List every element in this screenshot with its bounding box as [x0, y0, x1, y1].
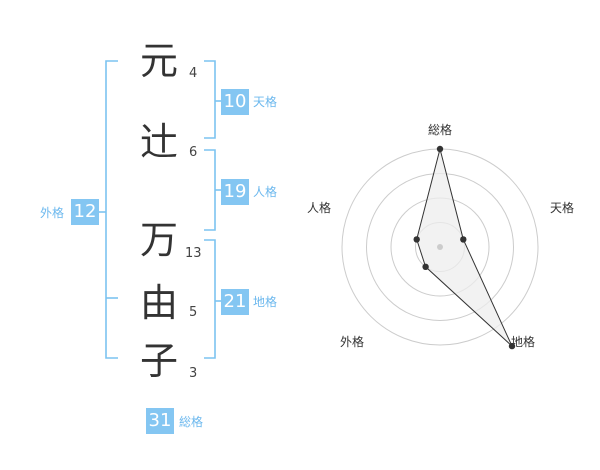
stroke-count-5: 3	[189, 366, 198, 381]
tenkaku-label: 天格	[253, 95, 278, 109]
jinkaku-label: 人格	[253, 185, 278, 199]
radar-axis-label-soukaku: 総格	[428, 123, 453, 137]
chikaku-bracket	[204, 239, 216, 359]
name-char-3: 万	[140, 218, 179, 262]
radar-axis-label-jinkaku: 人格	[307, 201, 332, 215]
jinkaku-value: 19	[221, 179, 249, 205]
stroke-count-4: 5	[189, 305, 198, 320]
chikaku-value: 21	[221, 289, 249, 315]
chikaku-label: 地格	[253, 295, 278, 309]
radar-point	[413, 236, 420, 243]
stroke-count-3: 13	[185, 246, 202, 261]
radar-axis-label-gaikaku: 外格	[340, 335, 365, 349]
gaikaku-label: 外格	[40, 206, 65, 220]
name-char-4: 由	[140, 281, 179, 325]
radar-center-dot	[437, 244, 443, 250]
radar-series-area	[416, 148, 513, 347]
soukaku-value: 31	[146, 408, 174, 434]
radar-point	[422, 263, 429, 271]
radar-point	[460, 236, 467, 243]
tenkaku-bracket	[204, 60, 216, 139]
soukaku-label: 総格	[179, 415, 204, 429]
gaikaku-bracket	[105, 60, 118, 359]
radar-axis-label-chikaku: 地格	[511, 335, 536, 349]
radar-point	[508, 342, 516, 350]
stroke-count-2: 6	[189, 145, 198, 160]
radar-point	[436, 145, 444, 153]
radar-axis-label-tenkaku: 天格	[550, 201, 575, 215]
tenkaku-value: 10	[221, 89, 249, 115]
stroke-count-1: 4	[189, 66, 198, 81]
name-char-5: 子	[140, 339, 179, 383]
name-char-1: 元	[140, 39, 179, 83]
name-char-2: 辻	[140, 120, 179, 164]
gaikaku-value: 12	[71, 199, 99, 225]
